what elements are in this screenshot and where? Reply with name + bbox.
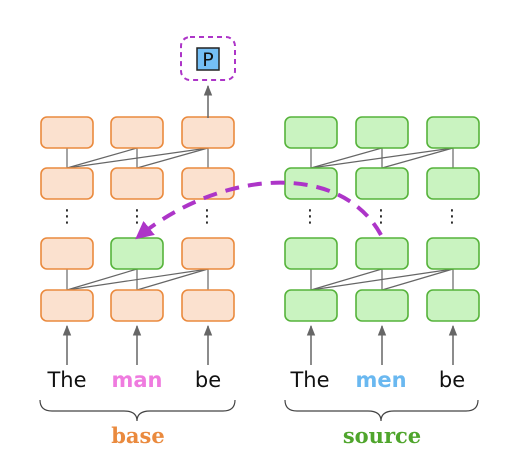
- base-brace: [39, 399, 236, 422]
- source-hidden-state: [355, 237, 409, 270]
- source-brace: [284, 399, 479, 422]
- source-label: source: [343, 423, 421, 448]
- base-hidden-states: [40, 116, 235, 322]
- source-hidden-state: [355, 289, 409, 322]
- connection-line: [66, 147, 138, 169]
- base-hidden-state: [40, 167, 94, 200]
- base-hidden-state: [110, 167, 164, 200]
- layer-connections: [66, 147, 454, 291]
- source-hidden-state: [355, 116, 409, 149]
- base-hidden-state: [181, 237, 235, 270]
- base-token-man: man: [111, 368, 162, 392]
- source-hidden-states: [284, 116, 480, 322]
- prediction-dashed-frame: [180, 36, 236, 81]
- base-model: ⋮ ⋮ ⋮ The man be base: [39, 116, 236, 448]
- ellipsis-dots: ⋮: [372, 206, 390, 227]
- connection-line: [136, 268, 209, 291]
- ellipsis-dots: ⋮: [198, 206, 216, 227]
- source-hidden-state: [284, 237, 338, 270]
- source-hidden-state: [426, 289, 480, 322]
- source-hidden-state: [426, 167, 480, 200]
- source-token-men: men: [355, 368, 406, 392]
- base-hidden-state: [40, 116, 94, 149]
- base-hidden-state: [181, 289, 235, 322]
- prediction-output: P: [180, 36, 236, 118]
- base-label: base: [111, 423, 164, 448]
- base-hidden-state: [110, 289, 164, 322]
- source-hidden-state: [426, 237, 480, 270]
- source-token-the: The: [289, 368, 329, 392]
- base-token-the: The: [46, 368, 86, 392]
- source-hidden-state: [355, 167, 409, 200]
- base-hidden-state: [40, 237, 94, 270]
- prediction-label: P: [202, 49, 213, 71]
- source-hidden-state: [284, 167, 338, 200]
- intervention-arrow: [135, 180, 383, 240]
- connection-line: [136, 147, 209, 169]
- connection-line: [66, 268, 138, 291]
- base-hidden-state: [40, 289, 94, 322]
- base-hidden-state: [181, 167, 235, 200]
- ellipsis-dots: ⋮: [443, 206, 461, 227]
- base-tokens: The man be: [46, 368, 221, 392]
- source-hidden-state: [284, 289, 338, 322]
- source-hidden-state: [426, 116, 480, 149]
- connection-line: [310, 147, 383, 169]
- connection-line: [381, 147, 454, 169]
- connection-line: [310, 268, 383, 291]
- input-arrows: [62, 324, 458, 365]
- source-model: ⋮ ⋮ ⋮ The men be source: [284, 116, 480, 448]
- base-layer-ellipsis: ⋮ ⋮ ⋮: [58, 206, 216, 227]
- ellipsis-dots: ⋮: [301, 206, 319, 227]
- connection-line: [381, 268, 454, 291]
- base-token-be: be: [195, 368, 221, 392]
- ellipsis-dots: ⋮: [128, 206, 146, 227]
- source-token-be: be: [439, 368, 465, 392]
- base-hidden-state: [110, 116, 164, 149]
- prediction-box: [196, 47, 220, 71]
- base-hidden-state: [181, 116, 235, 149]
- source-layer-ellipsis: ⋮ ⋮ ⋮: [301, 206, 461, 227]
- base-intervened-state: [110, 237, 164, 270]
- source-hidden-state: [284, 116, 338, 149]
- ellipsis-dots: ⋮: [58, 206, 76, 227]
- source-tokens: The men be: [289, 368, 465, 392]
